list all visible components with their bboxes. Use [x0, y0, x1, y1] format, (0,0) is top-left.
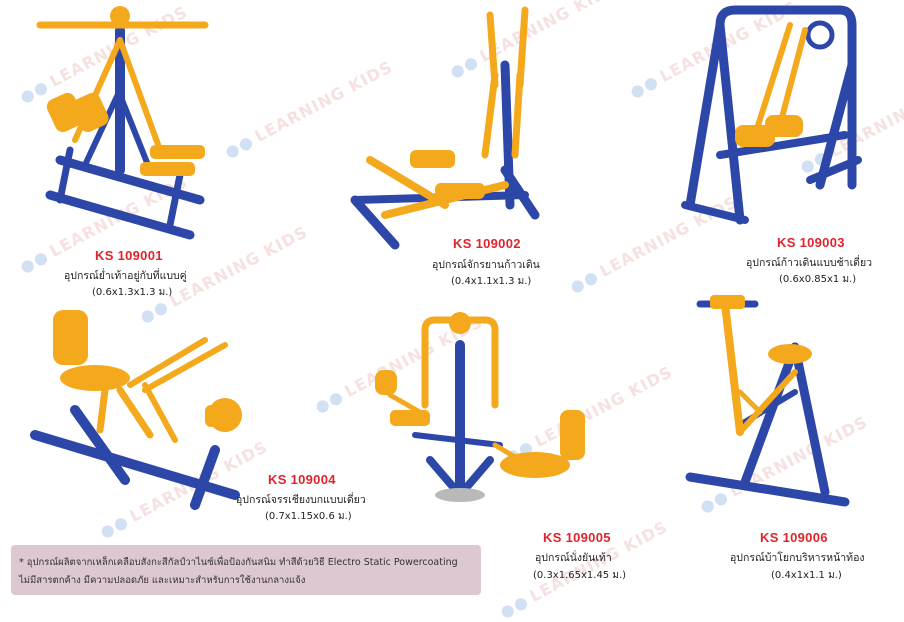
product-size: (0.3x1.65x1.45 ม.) [533, 570, 627, 581]
product-name: อุปกรณ์ก้าวเดินแบบช้าเดี่ยว [746, 257, 873, 269]
product-code: KS 109005 [543, 530, 611, 545]
product-image-ks109006 [685, 295, 850, 507]
product-size: (0.6x1.3x1.3 ม.) [92, 287, 173, 298]
note-line-2: ไม่มีสารตกค้าง มีความปลอดภัย และเหมาะสำห… [19, 575, 306, 586]
product-image-ks109003 [681, 5, 862, 225]
product-name: อุปกรณ์นั่งยันเท้า [535, 552, 612, 564]
product-size: (0.4x1.1x1.3 ม.) [451, 276, 532, 287]
material-note: * อุปกรณ์ผลิตจากเหล็กเคลือบสังกะสีกัลป์ว… [11, 545, 481, 595]
product-name: อุปกรณ์จักรยานก้าวเดิน [432, 259, 540, 271]
note-line-1: * อุปกรณ์ผลิตจากเหล็กเคลือบสังกะสีกัลป์ว… [19, 557, 458, 568]
product-image-ks109005 [375, 312, 585, 502]
product-code: KS 109001 [95, 248, 163, 263]
product-size: (0.6x0.85x1 ม.) [779, 274, 857, 285]
product-image-ks109004 [30, 310, 242, 510]
product-name: อุปกรณ์จรรเชียงบกแบบเดี่ยว [236, 494, 366, 506]
product-image-ks109002 [350, 6, 540, 250]
product-size: (0.7x1.15x0.6 ม.) [265, 511, 352, 522]
product-code: KS 109006 [760, 530, 828, 545]
product-code: KS 109004 [268, 472, 336, 487]
product-code: KS 109003 [777, 235, 845, 250]
product-name: อุปกรณ์บ้าโยกบริหารหน้าท้อง [730, 552, 865, 564]
product-image-ks109001 [36, 6, 209, 240]
product-size: (0.4x1x1.1 ม.) [771, 570, 842, 581]
product-name: อุปกรณ์ย่ำเท้าอยู่กับที่แบบคู่ [64, 270, 187, 282]
product-code: KS 109002 [453, 236, 521, 251]
